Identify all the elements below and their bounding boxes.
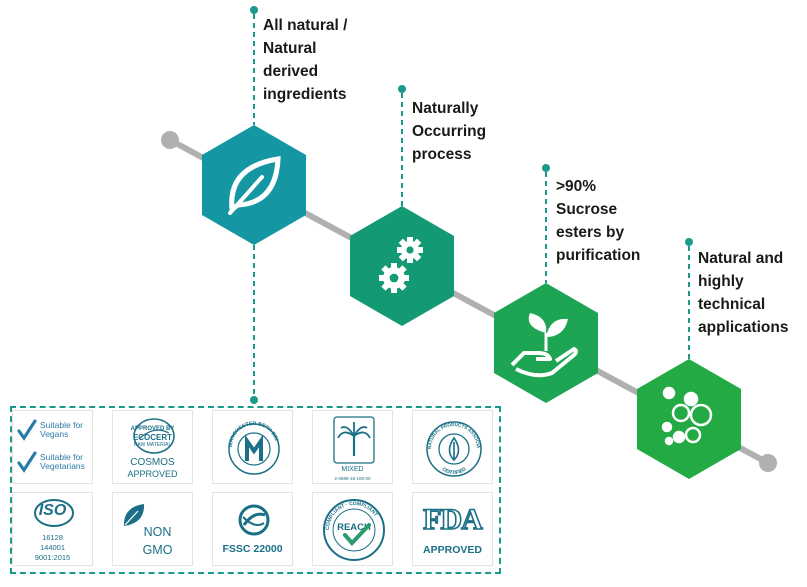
certifications-panel — [10, 406, 501, 574]
fda-approved-badge: FDA APPROVED — [412, 492, 493, 566]
palm-tree-icon — [333, 416, 375, 464]
certification-leader-dot — [250, 396, 258, 404]
connector-start-dot — [161, 131, 179, 149]
leader-dot-3 — [542, 164, 550, 172]
svg-text:NATURAL PRODUCTS ASSOCIATION: NATURAL PRODUCTS ASSOCIATION — [423, 415, 481, 449]
checkmark-icon — [17, 451, 37, 473]
checkmark-icon — [17, 419, 37, 441]
npa-leaf-seal-icon: NATURAL PRODUCTS ASSOCIATION CERTIFIED — [423, 415, 482, 477]
cosmos-ecocert-badge: APPROVED BY ECOCERT RAW MATERIAL COSMOS … — [112, 410, 193, 484]
ecocert-seal-icon — [133, 418, 175, 454]
hand-plant-icon — [510, 313, 578, 378]
connector-end-dot — [759, 454, 777, 472]
bubbles-icon — [661, 386, 713, 446]
leader-dot-1 — [250, 6, 258, 14]
natural-products-association-badge: NATURAL PRODUCTS ASSOCIATION CERTIFIED — [412, 410, 493, 484]
leaf-icon — [228, 156, 281, 215]
iso-globe-icon — [34, 499, 74, 527]
step-4-hexagon — [637, 359, 741, 479]
reach-seal-icon: COMPLIANT · COMPLIANT REACH — [323, 499, 385, 561]
leader-dot-2 — [398, 85, 406, 93]
non-gmo-badge: NON GMO — [112, 492, 193, 566]
leader-dot-4 — [685, 238, 693, 246]
fssc-swirl-icon — [238, 504, 270, 536]
iso-badge: ISO 16128 144001 9001:2015 — [12, 492, 93, 566]
reach-title: REACH — [337, 522, 371, 533]
fssc-22000-badge: FSSC 22000 — [212, 492, 293, 566]
gears-icon — [379, 237, 423, 293]
rspo-badge: MIXED 2-0689-18-100-00 — [312, 410, 393, 484]
beth-din-seal-icon: MANCHESTER BETH DIN — [228, 421, 280, 475]
reach-compliant-badge: COMPLIANT · COMPLIANT REACH — [312, 492, 393, 566]
svg-text:MANCHESTER BETH DIN: MANCHESTER BETH DIN — [228, 421, 279, 447]
manchester-beth-din-badge: MANCHESTER BETH DIN — [212, 410, 293, 484]
leaf-icon — [123, 504, 145, 526]
svg-text:CERTIFIED: CERTIFIED — [441, 466, 468, 476]
